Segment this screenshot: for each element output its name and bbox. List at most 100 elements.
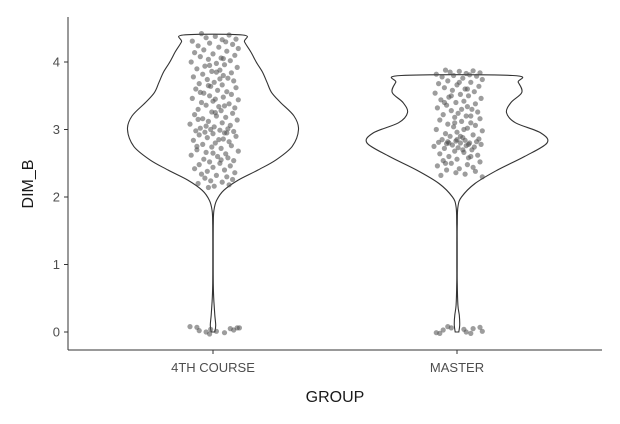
data-point — [479, 328, 485, 334]
data-point — [194, 143, 200, 149]
data-point — [434, 163, 440, 169]
data-point — [451, 72, 457, 79]
data-point — [210, 131, 216, 137]
data-point — [203, 149, 209, 155]
data-point — [464, 162, 470, 168]
data-point — [234, 117, 240, 123]
data-point — [223, 39, 229, 45]
data-point — [230, 41, 236, 48]
data-point — [195, 106, 201, 112]
data-point — [433, 71, 439, 77]
data-point — [187, 324, 193, 330]
data-point — [461, 126, 467, 133]
data-point — [464, 86, 470, 92]
data-point — [208, 326, 214, 332]
data-point — [232, 105, 238, 111]
data-point — [230, 110, 236, 116]
data-point — [223, 114, 229, 120]
data-point — [190, 137, 196, 143]
data-point — [211, 79, 217, 85]
data-point — [460, 75, 466, 81]
data-point — [452, 120, 458, 126]
data-point — [226, 32, 232, 38]
data-point — [477, 324, 483, 330]
data-point — [442, 160, 449, 166]
data-point — [189, 95, 195, 101]
data-point — [235, 45, 241, 52]
data-point — [454, 156, 460, 162]
data-point — [220, 136, 226, 142]
violins-layer — [126, 33, 549, 333]
data-point — [225, 155, 231, 161]
data-point — [187, 121, 193, 127]
data-point — [460, 147, 466, 153]
data-point — [232, 52, 238, 58]
data-point — [200, 141, 206, 147]
data-point — [464, 104, 470, 110]
data-point — [472, 122, 478, 128]
data-point — [463, 113, 469, 119]
data-point — [457, 91, 463, 97]
data-point — [233, 133, 239, 139]
data-point — [467, 72, 473, 78]
data-point — [446, 153, 452, 160]
data-point — [212, 110, 218, 116]
data-point — [456, 166, 462, 172]
data-point — [226, 182, 232, 188]
data-point — [432, 90, 438, 96]
data-point — [190, 74, 196, 80]
violin-4th-course — [126, 33, 300, 333]
data-point — [232, 170, 238, 176]
data-point — [445, 78, 451, 84]
data-point — [236, 325, 242, 331]
data-point — [221, 167, 228, 173]
data-point — [442, 67, 449, 73]
data-point — [210, 150, 216, 156]
data-point — [478, 141, 484, 147]
data-point — [192, 166, 198, 172]
data-point — [447, 69, 453, 75]
y-axis-title: DIM_B — [20, 160, 37, 209]
data-point — [227, 163, 233, 169]
data-point — [211, 183, 217, 189]
data-point — [226, 101, 232, 107]
data-point — [454, 137, 460, 143]
data-point — [198, 99, 205, 106]
data-point — [196, 132, 202, 138]
data-point — [445, 139, 451, 145]
data-point — [220, 94, 226, 100]
data-point — [459, 106, 465, 112]
data-point — [453, 170, 459, 176]
data-point — [219, 179, 225, 185]
data-point — [207, 93, 213, 99]
data-point — [470, 68, 476, 74]
data-point — [196, 162, 202, 168]
data-point — [193, 128, 199, 134]
data-point — [477, 116, 483, 122]
data-point — [444, 167, 450, 173]
data-point — [205, 56, 211, 62]
data-point — [476, 83, 482, 89]
data-point — [213, 328, 219, 334]
data-point — [437, 330, 443, 336]
data-point — [442, 131, 449, 137]
y-tick-label: 0 — [53, 325, 60, 340]
y-tick-label: 1 — [53, 257, 60, 272]
data-point — [462, 137, 468, 143]
data-point — [228, 91, 234, 97]
data-point — [205, 118, 211, 124]
data-point — [474, 139, 480, 145]
data-point — [193, 86, 199, 92]
data-point — [217, 76, 223, 82]
data-point — [469, 106, 475, 112]
data-point — [440, 327, 446, 333]
data-point — [441, 145, 447, 151]
data-point — [479, 128, 485, 134]
data-point — [189, 38, 195, 44]
data-point — [218, 108, 224, 114]
data-point — [456, 79, 462, 85]
data-point — [475, 152, 481, 158]
data-point — [455, 110, 461, 116]
data-point — [434, 105, 440, 111]
data-point — [207, 40, 213, 46]
